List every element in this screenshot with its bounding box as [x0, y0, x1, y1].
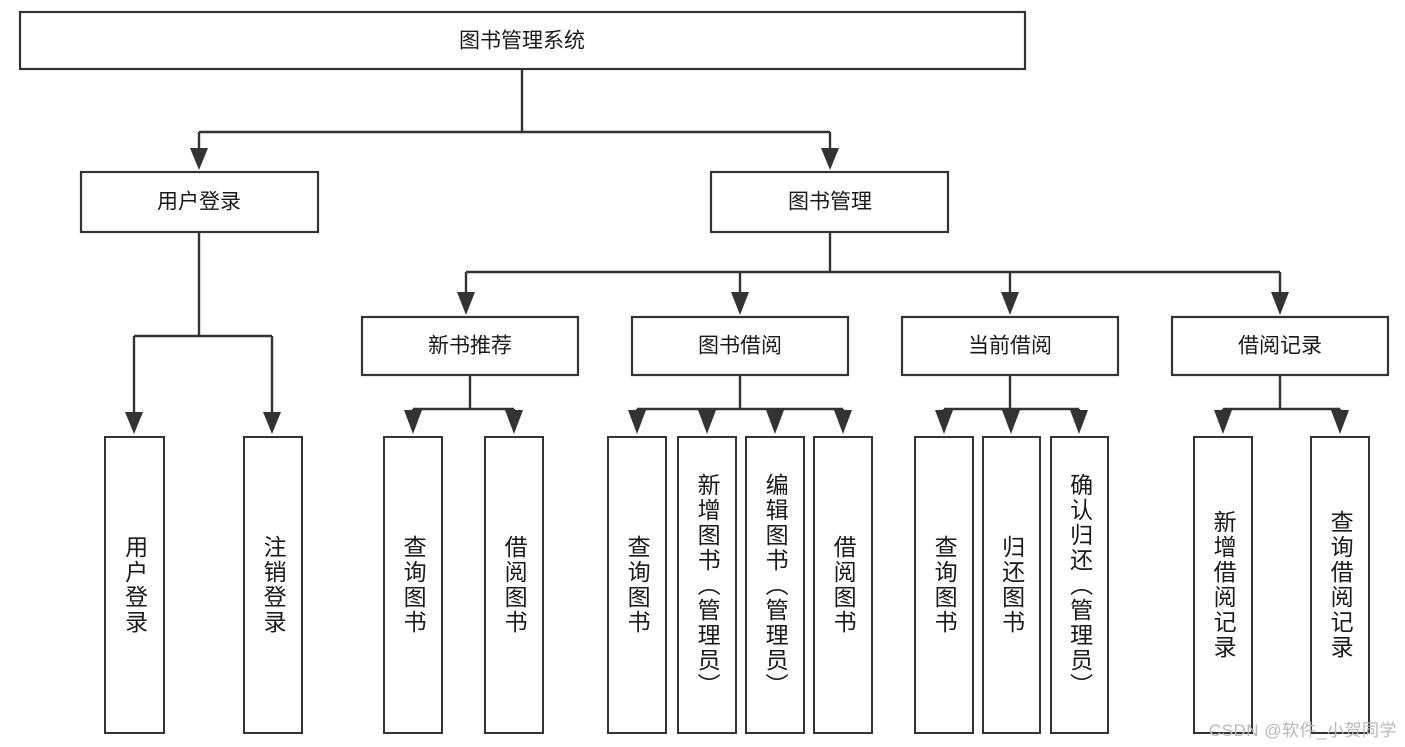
leaf-user-login[interactable]: 用户登录	[104, 436, 165, 734]
arrow-head-current-3	[1070, 410, 1088, 434]
leaf-query-book-2-label: 查询图书	[624, 535, 651, 635]
arrow-head-user-login-1	[125, 412, 143, 434]
arrow-head-record-1	[1214, 410, 1232, 434]
leaf-edit-book-label: 编辑图书（管理员）	[762, 472, 789, 698]
arrow-head-current-2	[1002, 410, 1020, 434]
node-new-book-recommend-box[interactable]	[360, 315, 580, 377]
leaf-return-book[interactable]: 归还图书	[982, 436, 1041, 734]
leaf-confirm-return-label: 确认归还（管理员）	[1066, 472, 1093, 698]
arrow-head-borrow-4	[834, 410, 852, 434]
leaf-borrow-book-1-label: 借阅图书	[501, 535, 528, 635]
leaf-query-record-label: 查询借阅记录	[1327, 510, 1354, 660]
leaf-user-login-label: 用户登录	[121, 535, 148, 635]
leaf-confirm-return[interactable]: 确认归还（管理员）	[1050, 436, 1109, 734]
arrow-head-level2-4	[1271, 292, 1289, 315]
leaf-query-book-2[interactable]: 查询图书	[607, 436, 667, 734]
leaf-add-book-label: 新增图书（管理员）	[694, 472, 721, 698]
node-borrow-record-label: 借阅记录	[1238, 335, 1322, 358]
arrow-head-borrow-2	[698, 410, 716, 434]
leaf-return-book-label: 归还图书	[998, 535, 1025, 635]
node-user-login-box[interactable]	[79, 170, 320, 234]
leaf-borrow-book-2-label: 借阅图书	[830, 535, 857, 635]
arrow-head-current-1	[935, 410, 953, 434]
node-current-borrow-label: 当前借阅	[968, 335, 1052, 358]
arrow-head-level2-2	[731, 292, 749, 315]
node-root-box[interactable]	[18, 10, 1027, 71]
leaf-borrow-book-2[interactable]: 借阅图书	[813, 436, 873, 734]
arrow-head-level2-1	[457, 292, 475, 315]
node-book-borrow-box[interactable]	[630, 315, 850, 377]
node-root-label: 图书管理系统	[459, 30, 585, 53]
node-book-manage-label: 图书管理	[788, 191, 872, 214]
arrow-head-recommend-2	[505, 410, 523, 434]
leaf-logout-login[interactable]: 注销登录	[243, 436, 303, 734]
arrow-head-user-login-2	[263, 412, 281, 434]
leaf-add-book[interactable]: 新增图书（管理员）	[677, 436, 737, 734]
arrow-head-level2-3	[1001, 292, 1019, 315]
node-book-manage-box[interactable]	[709, 170, 950, 234]
node-borrow-record-box[interactable]	[1170, 315, 1390, 377]
leaf-edit-book[interactable]: 编辑图书（管理员）	[745, 436, 805, 734]
leaf-query-book-3-label: 查询图书	[931, 535, 958, 635]
node-book-borrow-label: 图书借阅	[698, 335, 782, 358]
node-new-book-recommend-label: 新书推荐	[428, 335, 512, 358]
arrow-head-borrow-1	[628, 410, 646, 434]
arrow-head-record-2	[1331, 410, 1349, 434]
arrow-head-level1-1	[190, 148, 208, 170]
arrow-head-borrow-3	[766, 410, 784, 434]
arrow-head-level1-2	[821, 148, 839, 170]
leaf-query-book-3[interactable]: 查询图书	[914, 436, 974, 734]
leaf-query-book-1[interactable]: 查询图书	[383, 436, 443, 734]
leaf-logout-login-label: 注销登录	[260, 535, 287, 635]
leaf-query-book-1-label: 查询图书	[400, 535, 427, 635]
leaf-add-record[interactable]: 新增借阅记录	[1193, 436, 1253, 734]
node-user-login-label: 用户登录	[157, 191, 241, 214]
leaf-query-record[interactable]: 查询借阅记录	[1310, 436, 1370, 734]
leaf-borrow-book-1[interactable]: 借阅图书	[484, 436, 544, 734]
leaf-add-record-label: 新增借阅记录	[1210, 510, 1237, 660]
arrow-head-recommend-1	[404, 410, 422, 434]
